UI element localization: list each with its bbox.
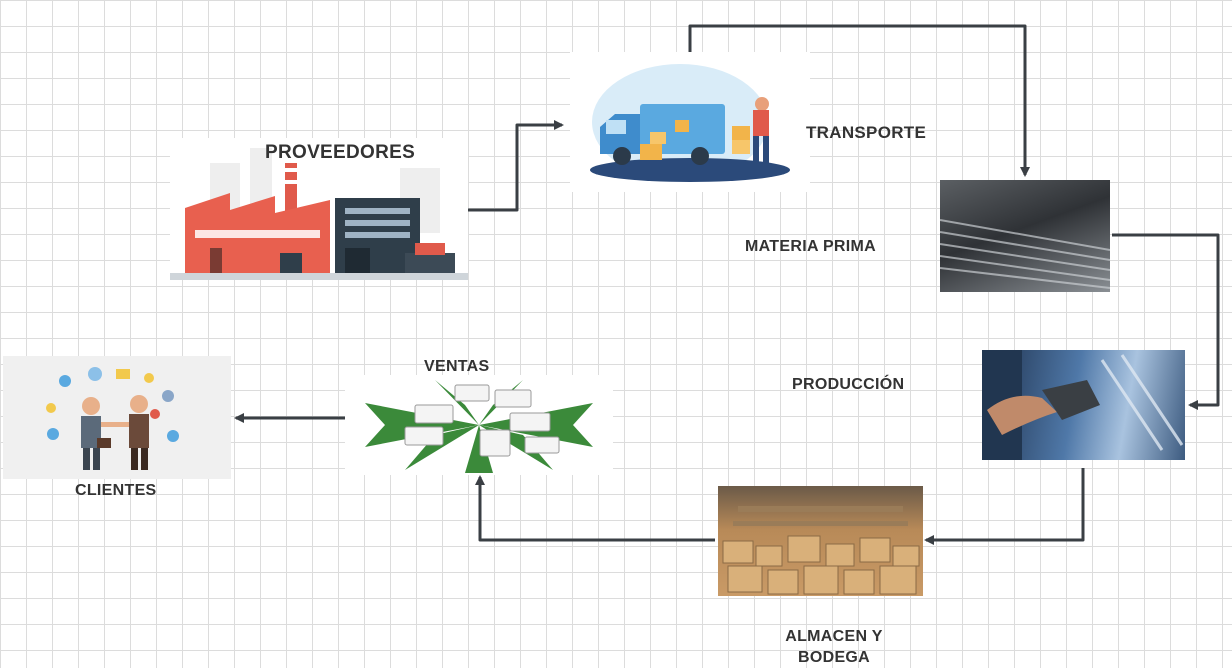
clientes-image [3,356,231,479]
ventas-label: VENTAS [424,358,490,375]
warehouse-boxes-icon [722,506,920,595]
delivery-truck-icon [590,64,790,182]
arrow-transporte-to-materia [688,24,1030,177]
arrow-proveedores-to-transporte [468,120,564,212]
transporte-image [570,52,810,192]
steel-sheets-icon [940,219,1110,289]
almacen-label: ALMACEN Y BODEGA [760,626,908,668]
arrow-almacen-to-ventas [475,475,715,542]
produccion-image [982,350,1185,460]
almacen-label-line1: ALMACEN Y [785,628,883,645]
proveedores-image [170,138,468,280]
arrow-materia-to-produccion [1112,233,1220,410]
almacen-label-line2: BODEGA [797,649,871,666]
industrial-worker-icon [982,350,1184,460]
clientes-label: CLIENTES [75,482,157,499]
factory-icon [170,148,468,280]
almacen-image [718,486,923,596]
materia-prima-label: MATERIA PRIMA [745,238,877,255]
materia-prima-image [940,180,1110,292]
produccion-label: PRODUCCIÓN [792,376,905,393]
ventas-image [345,375,613,475]
handshake-icon [46,367,179,470]
proveedores-label: PROVEEDORES [265,142,416,163]
transporte-label: TRANSPORTE [806,123,927,142]
distribution-trucks-icon [365,380,593,473]
arrow-produccion-to-almacen [924,468,1085,545]
